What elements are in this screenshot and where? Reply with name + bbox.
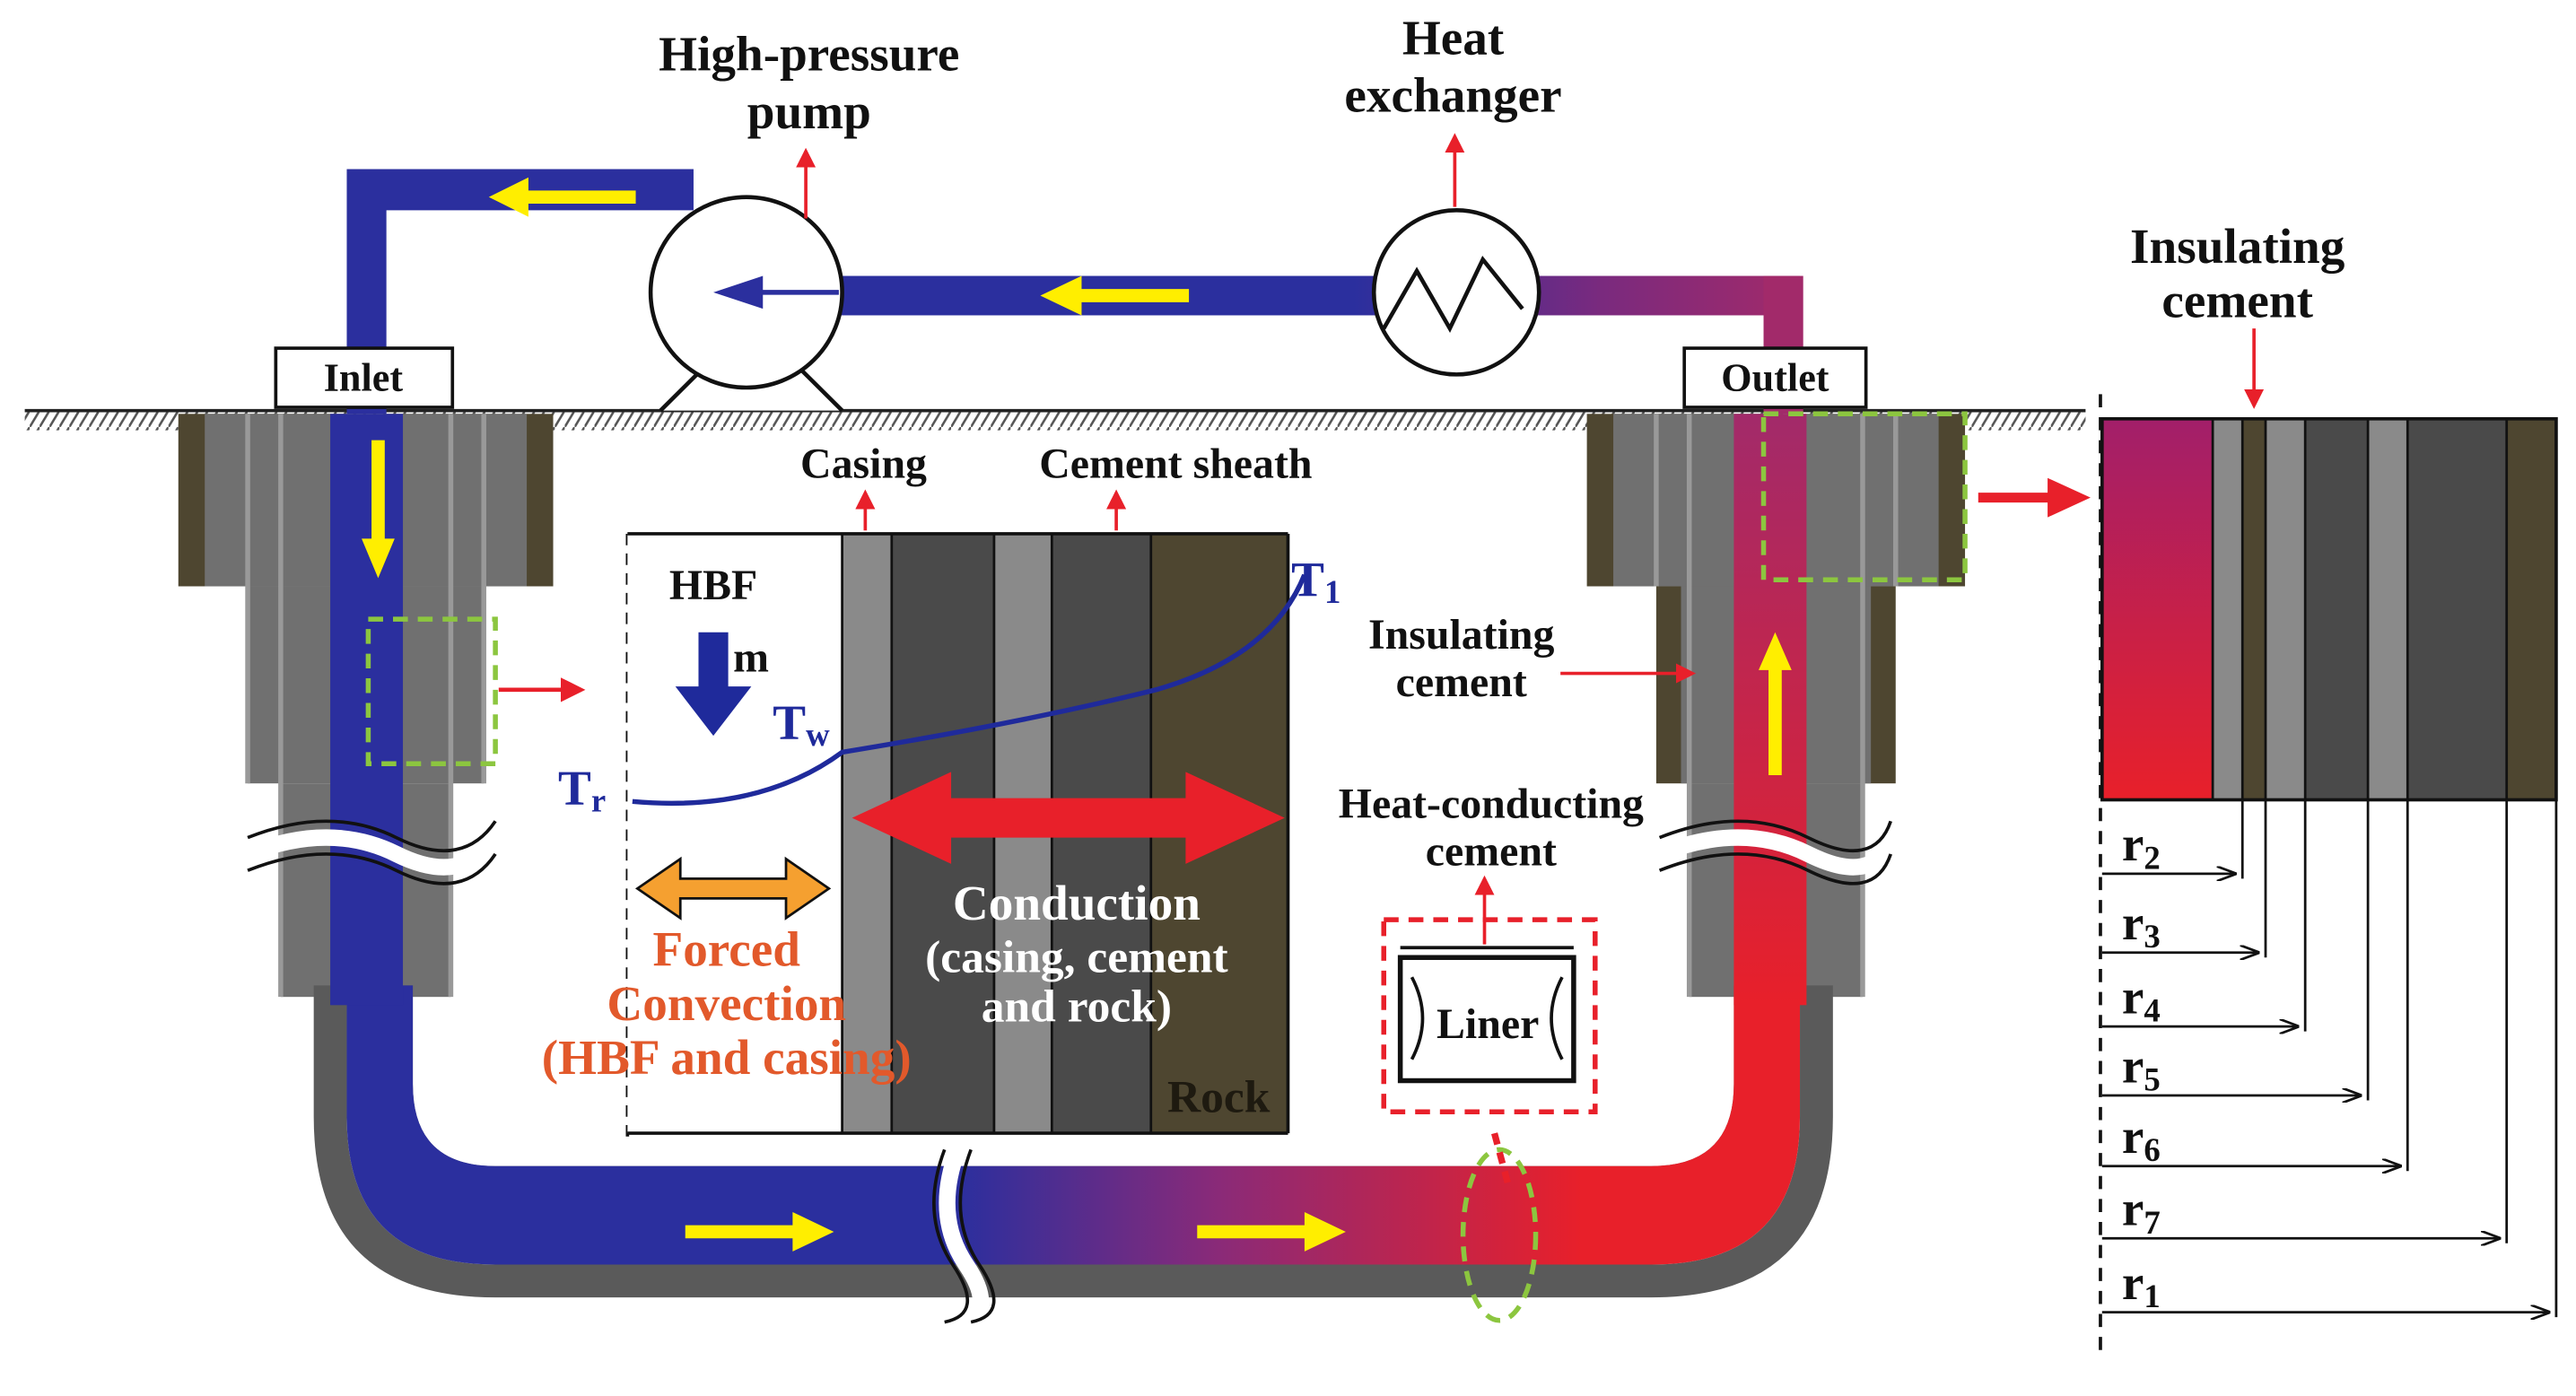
conduction-label-1: Conduction	[953, 876, 1201, 930]
break-mark-right	[1656, 819, 1899, 886]
liner-label: Liner	[1436, 1000, 1539, 1048]
radius-label-r3: r3	[2122, 895, 2161, 955]
hbf-label: HBF	[669, 562, 757, 609]
radius-label-r7: r7	[2122, 1182, 2161, 1241]
forced-label-2: Convection	[607, 976, 846, 1031]
high-pressure-pump	[648, 195, 844, 413]
break-mark-bottom	[932, 1147, 996, 1331]
insulating-cement-right-2: cement	[2161, 273, 2313, 327]
flow-arrow-outlet-up	[1759, 632, 1792, 776]
mass-flow-arrow	[675, 632, 752, 737]
u-tube-casing	[313, 985, 1833, 1298]
rock-label: Rock	[1167, 1071, 1271, 1122]
tw-label: Tw	[773, 695, 830, 753]
surface-pipe-right	[808, 275, 1801, 316]
pump-label-2: pump	[747, 84, 871, 139]
t1-label: T1	[1291, 553, 1340, 610]
heat-conducting-2: cement	[1426, 828, 1557, 876]
outlet-label: Outlet	[1721, 356, 1829, 400]
outlet-detail-pointer	[1978, 477, 2091, 518]
insulating-cement-right-1: Insulating	[2130, 219, 2345, 274]
radius-label-r4: r4	[2122, 970, 2161, 1029]
conduction-label-3: and rock)	[982, 982, 1172, 1033]
inlet-detail-highlight	[365, 616, 498, 766]
inlet-label: Inlet	[324, 356, 404, 400]
exchanger-label-1: Heat	[1402, 11, 1505, 65]
conduction-label-2: (casing, cement	[925, 932, 1228, 983]
flow-arrow-top-mid	[1040, 275, 1190, 316]
liner-highlight	[1460, 1147, 1539, 1323]
tr-label: Tr	[558, 761, 606, 818]
insulating-cement-mid-2: cement	[1396, 659, 1527, 706]
forced-label-1: Forced	[653, 922, 801, 977]
insulating-cement-mid-1: Insulating	[1368, 611, 1555, 659]
cement-sheath-label: Cement sheath	[1039, 441, 1312, 488]
heat-exchanger	[1371, 208, 1541, 377]
flow-arrow-bottom-right	[1197, 1211, 1346, 1252]
outlet-detail-highlight	[1760, 411, 1968, 582]
conduction-arrow	[851, 772, 1285, 864]
liner-link	[1490, 1132, 1511, 1183]
radial-detail	[2099, 394, 2558, 1356]
flow-arrow-bottom-left	[685, 1211, 834, 1252]
radius-label-r5: r5	[2122, 1038, 2161, 1097]
radius-label-r6: r6	[2122, 1109, 2161, 1168]
flow-arrows	[362, 177, 1792, 1252]
liner-detail: Liner	[1381, 917, 1598, 1115]
forced-convection-arrow	[634, 856, 832, 920]
mass-flow-label: m	[733, 634, 769, 682]
flow-arrow-top-left	[488, 177, 636, 217]
temperature-profile	[632, 573, 1307, 807]
pump-label-1: High-pressure	[659, 27, 959, 82]
forced-label-3: (HBF and casing)	[542, 1030, 912, 1085]
break-mark-left	[244, 819, 502, 886]
outlet-box: Outlet	[1682, 346, 1868, 409]
bottom-fluid-pipe	[346, 985, 1801, 1265]
inlet-box: Inlet	[274, 346, 455, 409]
casing-label: Casing	[800, 441, 927, 488]
heat-conducting-1: Heat-conducting	[1339, 781, 1644, 828]
radius-label-r2: r2	[2122, 816, 2161, 876]
radius-label-r1: r1	[2122, 1255, 2161, 1314]
exchanger-label-2: exchanger	[1344, 68, 1561, 123]
flow-arrow-inlet-down	[362, 440, 395, 579]
